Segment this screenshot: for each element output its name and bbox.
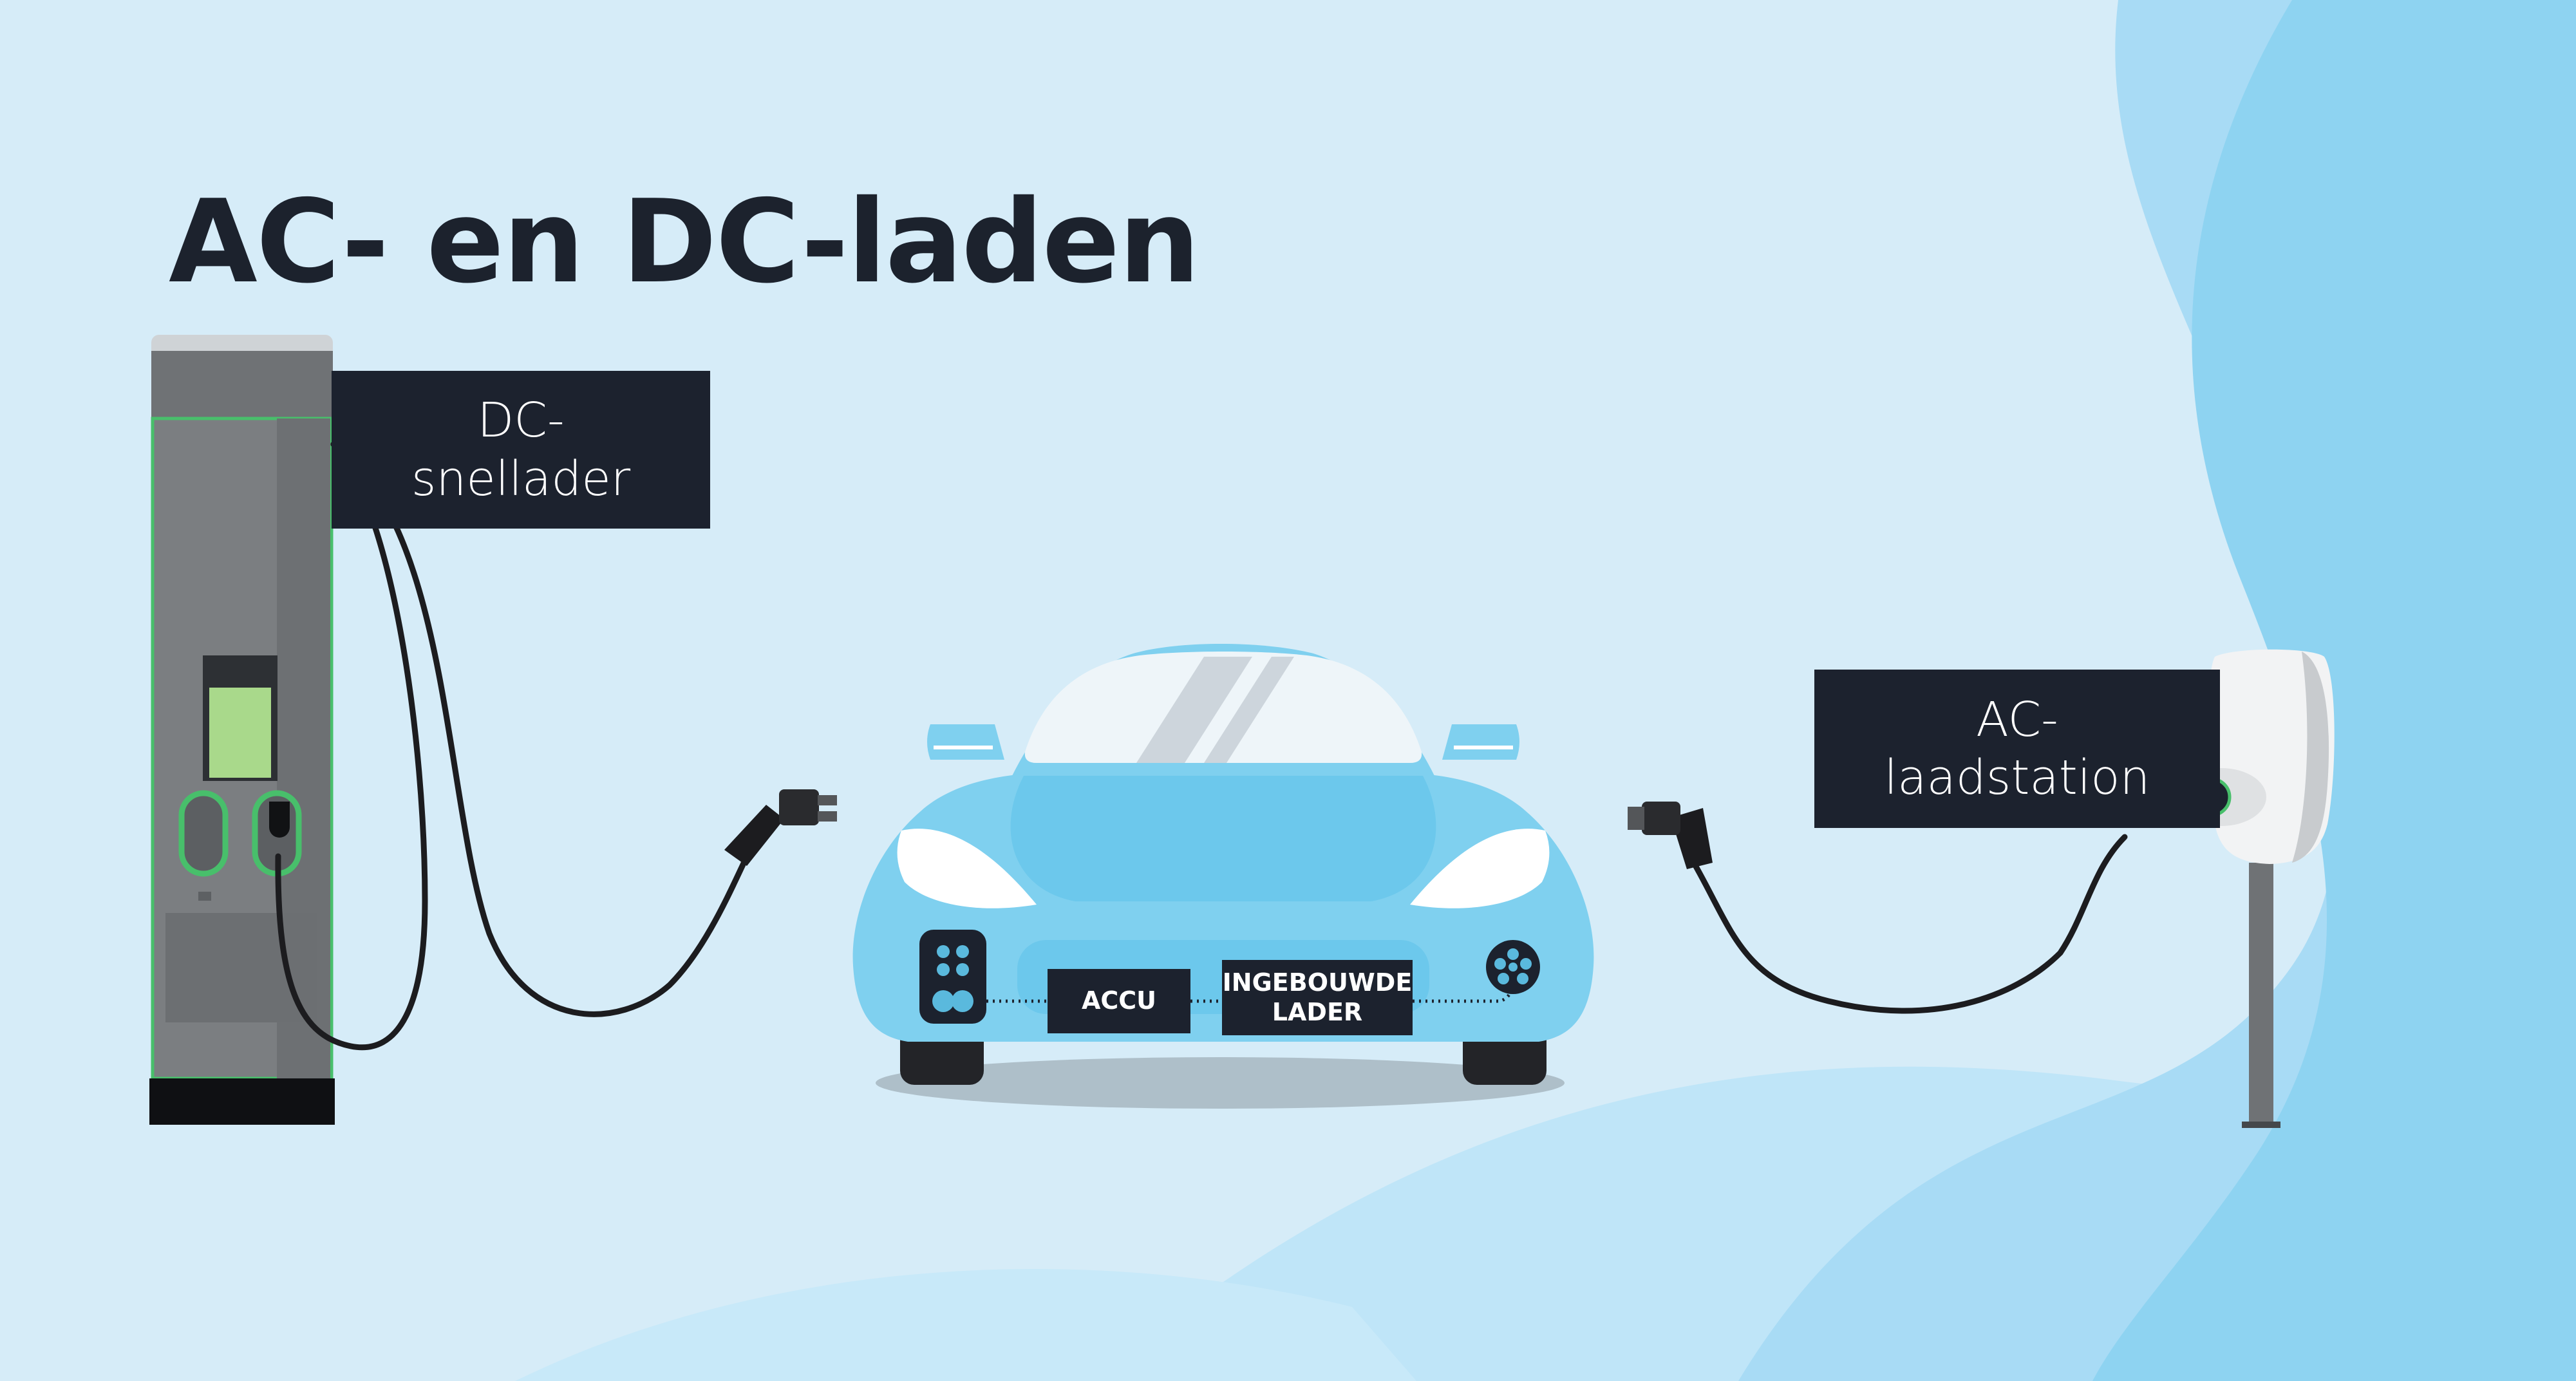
ac-label-line-2: laadstation [1884, 750, 2150, 805]
dc-charge-port-pins [932, 945, 973, 1012]
dc-charger-head [151, 351, 333, 418]
dc-handle-head [779, 789, 819, 825]
ac-cable [1687, 834, 2128, 1014]
onboard-charger-line-2: LADER [1272, 997, 1363, 1026]
ac-station-pole-foot [2242, 1122, 2280, 1128]
car-internal-wiring [986, 988, 1514, 1003]
dc-fast-charger [149, 335, 335, 1125]
car-shadow [876, 1057, 1565, 1109]
dc-charger-small-indicator [198, 892, 211, 901]
dc-charger-display-screen [209, 688, 271, 778]
ac-handle-grip [1671, 808, 1713, 869]
ac-label-line-1: AC- [1976, 691, 2058, 747]
dc-port-pin [956, 963, 969, 976]
ac-cable-line [1687, 834, 2128, 1014]
car-windshield [1024, 652, 1422, 763]
dc-port-pin [937, 945, 950, 958]
dc-port-pin-large [932, 990, 954, 1012]
car-headlight-left [897, 829, 1037, 908]
ac-charging-station [2157, 649, 2335, 1128]
wire-lader-to-ac-port [1413, 988, 1514, 1003]
bottom-left-wave [515, 1268, 1416, 1381]
dc-charger-lower-panel [165, 913, 317, 1022]
onboard-charger-line-1: INGEBOUWDE [1222, 968, 1413, 997]
ac-port-pin [1517, 973, 1528, 984]
onboard-charger-label: INGEBOUWDE LADER [1222, 960, 1413, 1035]
car-mirror-right [1442, 724, 1519, 760]
dc-label-line-1: DC- [477, 393, 565, 449]
dc-port-pin [937, 963, 950, 976]
dc-handle-pin-top [818, 795, 837, 805]
dc-cable [275, 441, 753, 1051]
ac-station-label: AC- laadstation [1814, 670, 2220, 828]
car-headlight-right [1410, 829, 1550, 908]
dc-socket-left [178, 790, 229, 877]
page-title: AC- en DC-laden [169, 175, 1200, 309]
battery-label: ACCU [1048, 969, 1190, 1033]
ac-charge-port-pins [1494, 948, 1532, 984]
dc-label-line-2: snellader [411, 451, 631, 507]
car-hood [1010, 776, 1436, 901]
right-wave-dark [2092, 0, 2576, 1381]
ac-port-pin [1494, 958, 1506, 970]
car-windshield-reflection-thin [1204, 657, 1294, 763]
dc-plug-in-socket [269, 802, 290, 838]
dc-charger-base [149, 1078, 335, 1125]
ac-station-pole [2249, 863, 2273, 1127]
dc-port-pin-large [952, 990, 973, 1012]
battery-label-text: ACCU [1081, 986, 1157, 1015]
dc-charge-port [919, 930, 986, 1024]
dc-cable-loop-long [330, 441, 753, 1017]
dc-fast-charger-label: DC- snellader [332, 371, 710, 529]
dc-handle-pin-bottom [818, 811, 837, 822]
ac-port-pin [1520, 958, 1532, 970]
ac-handle-pin [1628, 807, 1644, 830]
background-waves [515, 0, 2576, 1381]
ac-station-side-panel [2292, 652, 2329, 863]
ac-port-pin [1507, 948, 1519, 960]
ac-port-pin [1498, 973, 1509, 984]
car-mirror-left-trim [934, 746, 993, 749]
dc-handle-grip [724, 805, 784, 866]
car-mirror-left [927, 724, 1004, 760]
dc-connector-handle [724, 789, 837, 866]
car [852, 644, 1594, 1109]
car-windshield-reflection [1136, 657, 1252, 763]
dc-cable-loop-short [275, 441, 428, 1051]
car-mirror-right-trim [1454, 746, 1513, 749]
ac-port-pin [1509, 963, 1518, 972]
dc-port-pin [956, 945, 969, 958]
ac-handle-head [1642, 802, 1680, 835]
ac-connector-handle [1628, 802, 1713, 869]
